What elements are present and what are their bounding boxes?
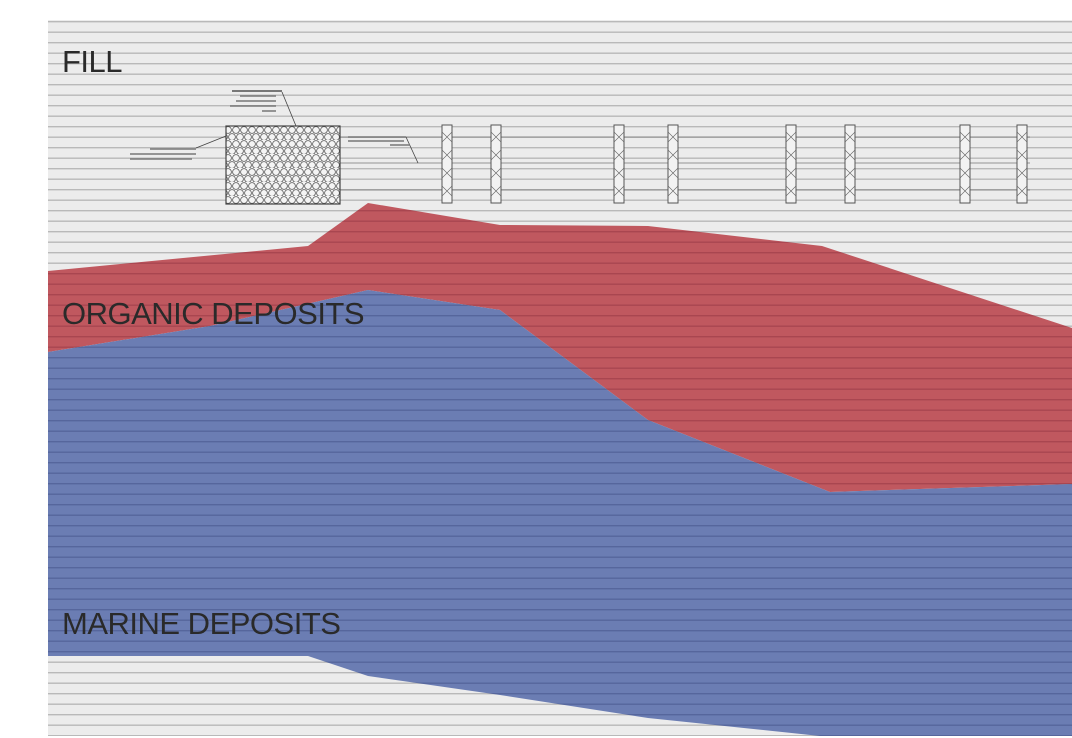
organic-deposits-label: ORGANIC DEPOSITS — [62, 296, 365, 331]
pile — [1016, 124, 1028, 204]
pile — [441, 124, 453, 204]
pile — [959, 124, 971, 204]
pile-group — [441, 124, 1028, 204]
fill-label: FILL — [62, 44, 123, 79]
gabion-block — [225, 125, 341, 205]
callout-top — [230, 90, 297, 127]
callout-right — [348, 136, 419, 164]
organic-deposits-layer — [48, 203, 1072, 492]
structure-drawing — [130, 90, 1030, 205]
callout-left — [130, 135, 227, 160]
pile — [785, 124, 797, 204]
marine-deposits-layer — [48, 290, 1072, 736]
pile — [844, 124, 856, 204]
marine-deposits-label: MARINE DEPOSITS — [62, 606, 341, 641]
pile — [667, 124, 679, 204]
pile — [490, 124, 502, 204]
pile — [613, 124, 625, 204]
